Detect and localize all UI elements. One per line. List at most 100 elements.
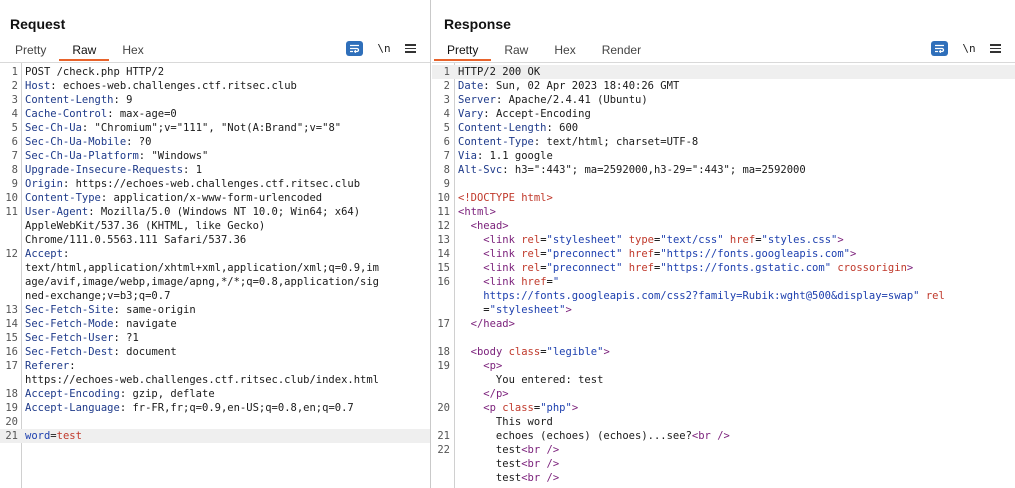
code-line[interactable]: 9	[432, 177, 1015, 191]
tab-render[interactable]: Render	[601, 43, 642, 57]
code-token: Chrome/111.0.5563.111 Safari/537.36	[25, 234, 247, 246]
code-token	[458, 262, 483, 274]
code-line[interactable]: 20 <p class="php">	[432, 401, 1015, 415]
tab-hex[interactable]: Hex	[122, 43, 144, 57]
code-line[interactable]: Chrome/111.0.5563.111 Safari/537.36	[0, 233, 430, 247]
line-code: Alt-Svc: h3=":443"; ma=2592000,h3-29=":4…	[458, 163, 806, 177]
code-line[interactable]: 18 <body class="legible">	[432, 345, 1015, 359]
code-line[interactable]: test<br />	[432, 457, 1015, 471]
code-line[interactable]: ned-exchange;v=b3;q=0.7	[0, 289, 430, 303]
code-token: : Accept-Encoding	[483, 108, 591, 120]
line-code: <link href="	[458, 275, 559, 289]
code-line[interactable]: 15 <link rel="preconnect" href="https://…	[432, 261, 1015, 275]
code-token: <link	[483, 276, 522, 288]
line-number: 14	[437, 248, 450, 260]
response-title: Response	[444, 16, 511, 32]
tab-pretty[interactable]: Pretty	[15, 43, 47, 57]
tab-raw[interactable]: Raw	[504, 43, 529, 57]
code-token: rel	[521, 248, 541, 260]
code-line[interactable]: 19 <p>	[432, 359, 1015, 373]
code-line[interactable]: 12 <head>	[432, 219, 1015, 233]
code-line[interactable]: 13 <link rel="stylesheet" type="text/css…	[432, 233, 1015, 247]
code-line[interactable]: AppleWebKit/537.36 (KHTML, like Gecko)	[0, 219, 430, 233]
code-line[interactable]: 10<!DOCTYPE html>	[432, 191, 1015, 205]
show-newlines-button[interactable]: \n	[962, 42, 976, 55]
line-number: 6	[443, 136, 450, 148]
tab-pretty[interactable]: Pretty	[434, 40, 492, 61]
code-token: =	[50, 430, 57, 442]
line-code: Date: Sun, 02 Apr 2023 18:40:26 GMT	[458, 79, 679, 93]
code-token: Via	[458, 150, 477, 162]
code-line[interactable]: 11<html>	[432, 205, 1015, 219]
tab-raw[interactable]: Raw	[59, 40, 110, 61]
code-line[interactable]: age/avif,image/webp,image/apng,*/*;q=0.8…	[0, 275, 430, 289]
menu-icon[interactable]	[405, 44, 416, 53]
code-line[interactable]: 17 </head>	[432, 317, 1015, 331]
code-line[interactable]: This word	[432, 415, 1015, 429]
code-line[interactable]: test<br />	[432, 471, 1015, 485]
tab-hex[interactable]: Hex	[554, 43, 576, 57]
code-token	[458, 346, 471, 358]
code-line[interactable]: 16 <link href="	[432, 275, 1015, 289]
code-line[interactable]: text/html,application/xhtml+xml,applicat…	[0, 261, 430, 275]
code-token: HTTP/2 200 OK	[458, 66, 541, 78]
code-line[interactable]: You entered: test	[432, 373, 1015, 387]
wrap-lines-icon[interactable]	[346, 41, 363, 56]
code-line[interactable]: https://echoes-web.challenges.ctf.ritsec…	[0, 373, 430, 387]
code-token: Content-Type	[25, 192, 101, 204]
wrap-lines-icon[interactable]	[931, 41, 948, 56]
code-line[interactable]: 21 echoes (echoes) (echoes)...see?<br />	[432, 429, 1015, 443]
line-code: <!DOCTYPE html>	[458, 191, 553, 205]
line-code: POST /check.php HTTP/2	[25, 65, 164, 79]
line-code: HTTP/2 200 OK	[458, 65, 540, 79]
code-token: Sec-Ch-Ua-Mobile	[25, 136, 127, 148]
menu-icon[interactable]	[990, 44, 1001, 53]
code-token	[458, 360, 483, 372]
show-newlines-button[interactable]: \n	[377, 42, 391, 55]
code-token: <head>	[470, 220, 509, 232]
line-number: 13	[5, 304, 18, 316]
code-line[interactable]	[432, 331, 1015, 345]
line-code: Upgrade-Insecure-Requests: 1	[25, 163, 202, 177]
code-line[interactable]: 14 <link rel="preconnect" href="https://…	[432, 247, 1015, 261]
line-code: Cache-Control: max-age=0	[25, 107, 177, 121]
line-code: Content-Length: 9	[25, 93, 132, 107]
code-line[interactable]: https://fonts.googleapis.com/css2?family…	[432, 289, 1015, 303]
code-line[interactable]: ="stylesheet">	[432, 303, 1015, 317]
code-line[interactable]: </p>	[432, 387, 1015, 401]
code-line[interactable]: 22 test<br />	[432, 443, 1015, 457]
code-line[interactable]: 20	[0, 415, 430, 429]
code-token: User-Agent	[25, 206, 89, 218]
code-token	[458, 388, 483, 400]
